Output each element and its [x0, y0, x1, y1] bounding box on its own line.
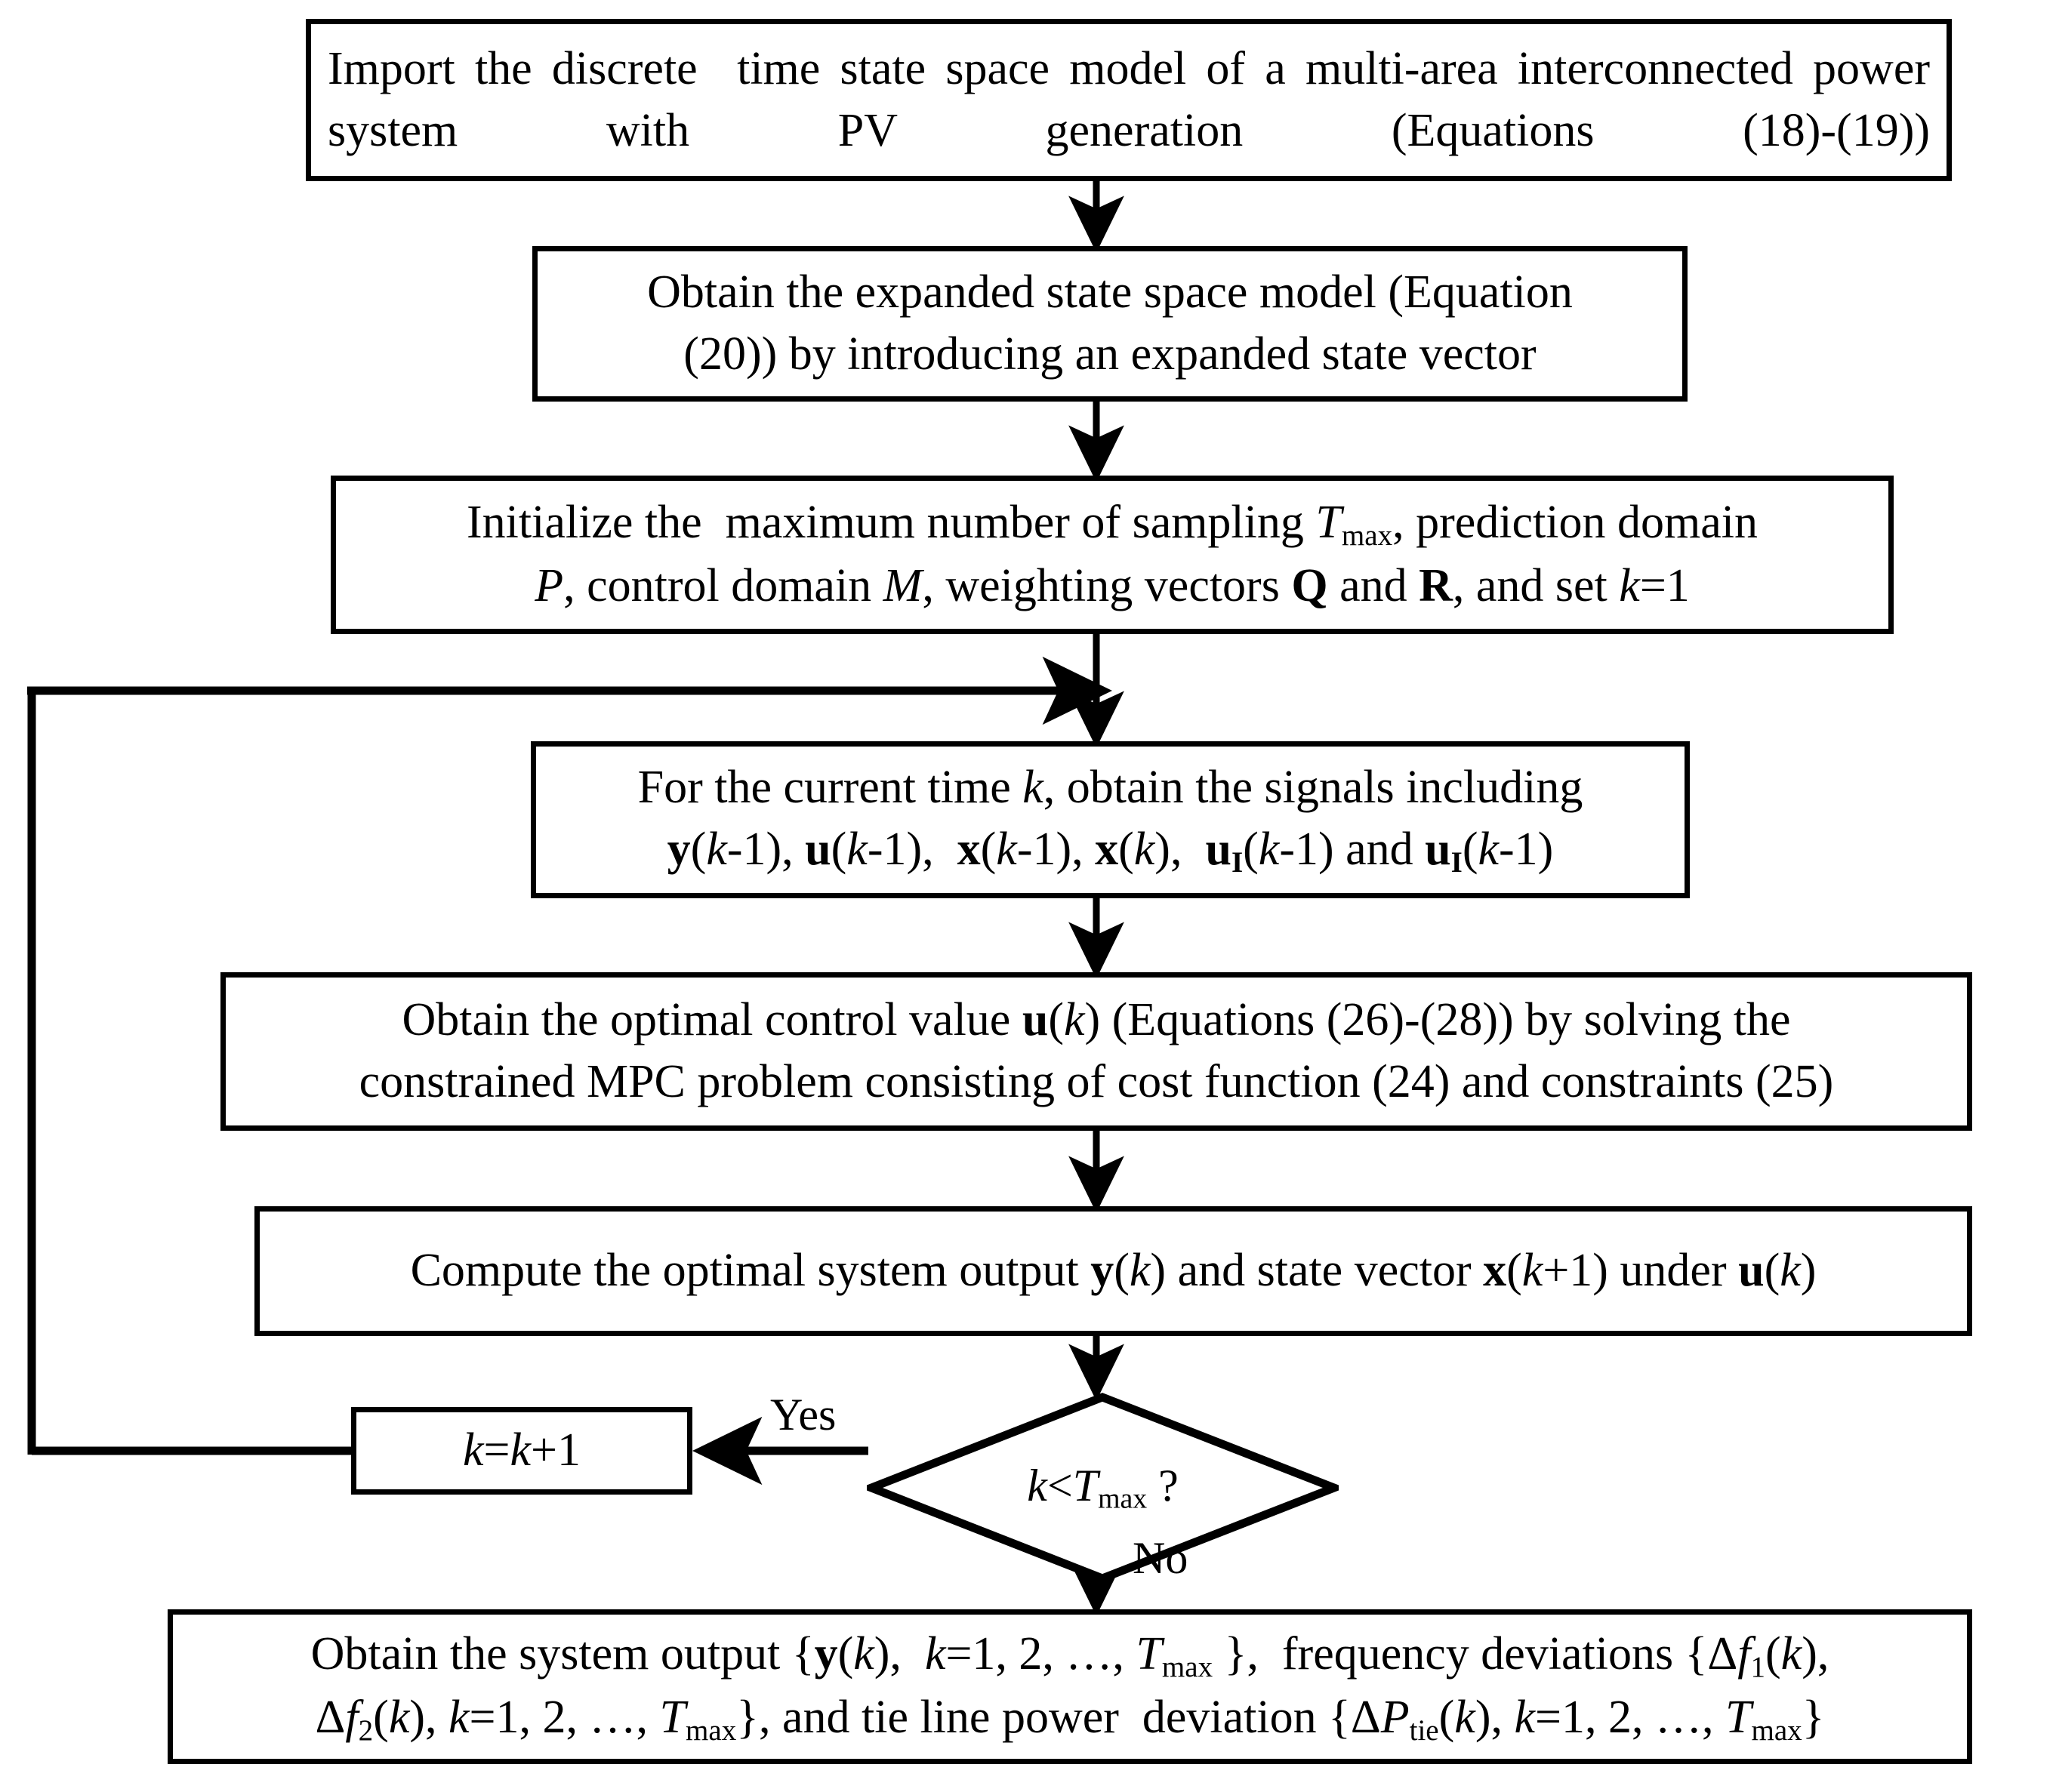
- edge-label-no: No: [1133, 1533, 1188, 1583]
- node-import-model-label: Import the discrete time state space mod…: [328, 42, 1930, 156]
- node-expanded-model-label: Obtain the expanded state space model (E…: [647, 266, 1573, 380]
- decision-diamond-shape: [867, 1393, 1339, 1583]
- node-increment-label: k=k+1: [463, 1424, 581, 1476]
- node-final-output-label: Obtain the system output {y(k), k=1, 2, …: [310, 1628, 1829, 1747]
- node-initialize[interactable]: Initialize the maximum number of samplin…: [331, 476, 1894, 634]
- node-import-model[interactable]: Import the discrete time state space mod…: [306, 19, 1952, 181]
- node-expanded-model[interactable]: Obtain the expanded state space model (E…: [532, 246, 1688, 402]
- node-optimal-control-label: Obtain the optimal control value u(k) (E…: [359, 994, 1834, 1107]
- node-increment[interactable]: k=k+1: [351, 1407, 692, 1495]
- node-decision-label: k<Tmax ?: [1027, 1461, 1179, 1515]
- node-obtain-signals-label: For the current time k, obtain the signa…: [637, 762, 1583, 879]
- node-final-output[interactable]: Obtain the system output {y(k), k=1, 2, …: [168, 1609, 1972, 1764]
- node-decision[interactable]: k<Tmax ?: [867, 1393, 1339, 1583]
- node-compute-output-label: Compute the optimal system output y(k) a…: [410, 1245, 1817, 1297]
- edge-label-yes: Yes: [770, 1390, 837, 1439]
- node-initialize-label: Initialize the maximum number of samplin…: [467, 497, 1758, 611]
- node-obtain-signals[interactable]: For the current time k, obtain the signa…: [531, 741, 1690, 898]
- node-optimal-control[interactable]: Obtain the optimal control value u(k) (E…: [220, 972, 1972, 1131]
- node-compute-output[interactable]: Compute the optimal system output y(k) a…: [254, 1206, 1972, 1336]
